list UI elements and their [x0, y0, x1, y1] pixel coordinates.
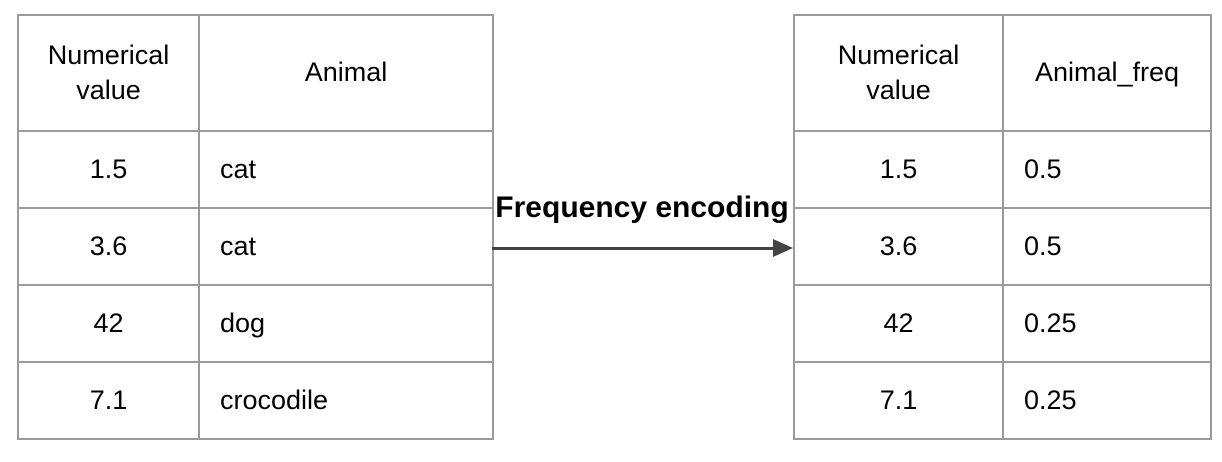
header-label: Animal — [304, 57, 388, 88]
cell-animal-freq: 0.25 — [1002, 361, 1212, 440]
transformation-label: Frequency encoding — [495, 191, 789, 224]
table-row: 42 dog — [17, 284, 494, 363]
cell-animal: dog — [198, 284, 494, 363]
right-arrow-icon — [492, 247, 776, 250]
cell-numerical-value: 3.6 — [793, 207, 1004, 286]
table-row: 1.5 cat — [17, 130, 494, 209]
header-label: Numerical value — [837, 39, 960, 105]
table-row: 7.1 crocodile — [17, 361, 494, 440]
table-row: 42 0.25 — [793, 284, 1212, 363]
cell-animal-freq: 0.5 — [1002, 130, 1212, 209]
table-row: 3.6 0.5 — [793, 207, 1212, 286]
cell-animal: cat — [198, 130, 494, 209]
source-table: Numerical value Animal 1.5 cat 3.6 cat 4… — [17, 14, 494, 440]
table-row: 3.6 cat — [17, 207, 494, 286]
cell-numerical-value: 3.6 — [17, 207, 200, 286]
table-row: 7.1 0.25 — [793, 361, 1212, 440]
cell-animal: cat — [198, 207, 494, 286]
cell-animal-freq: 0.25 — [1002, 284, 1212, 363]
encoded-table-header-row: Numerical value Animal_freq — [793, 14, 1212, 132]
table-row: 1.5 0.5 — [793, 130, 1212, 209]
header-label: Numerical value — [47, 39, 170, 105]
encoded-header-numerical-value: Numerical value — [793, 14, 1004, 132]
encoded-header-animal-freq: Animal_freq — [1002, 14, 1212, 132]
header-label: Animal_freq — [1034, 57, 1180, 88]
source-table-header-row: Numerical value Animal — [17, 14, 494, 132]
cell-numerical-value: 7.1 — [17, 361, 200, 440]
cell-animal: crocodile — [198, 361, 494, 440]
cell-numerical-value: 1.5 — [17, 130, 200, 209]
cell-numerical-value: 7.1 — [793, 361, 1004, 440]
cell-animal-freq: 0.5 — [1002, 207, 1212, 286]
cell-numerical-value: 1.5 — [793, 130, 1004, 209]
encoded-table: Numerical value Animal_freq 1.5 0.5 3.6 … — [793, 14, 1212, 440]
right-arrow-head-icon — [773, 239, 793, 257]
cell-numerical-value: 42 — [793, 284, 1004, 363]
source-header-numerical-value: Numerical value — [17, 14, 200, 132]
cell-numerical-value: 42 — [17, 284, 200, 363]
source-header-animal: Animal — [198, 14, 494, 132]
